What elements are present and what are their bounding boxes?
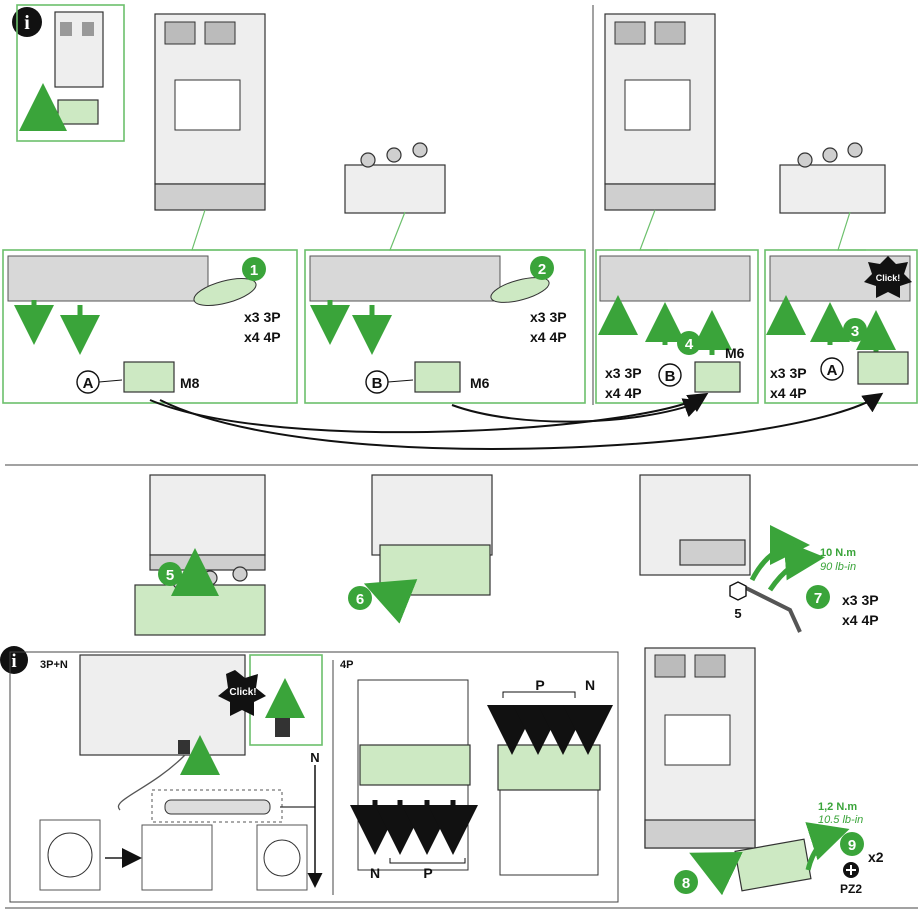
part-label-a: A bbox=[827, 362, 838, 379]
transfer-arrow-c bbox=[159, 392, 884, 450]
info-icon bbox=[12, 7, 42, 37]
step-number-3: 3 bbox=[851, 323, 859, 340]
hex-size-label: 5 bbox=[734, 606, 741, 621]
phase-label-top: P bbox=[535, 677, 544, 693]
step-1-panel: 1 x3 3P x4 4P A M8 bbox=[2, 249, 298, 404]
terminal-block-top bbox=[344, 142, 446, 214]
qty-4p-label: x4 4P bbox=[244, 329, 281, 345]
torque-value: 1,2 N.m bbox=[818, 801, 857, 813]
step-7-figure: 10 N.m 90 lb-in 5 7 x3 3P x4 4P bbox=[639, 474, 879, 633]
screw-size-label: M6 bbox=[725, 345, 745, 361]
hex-socket-icon bbox=[729, 581, 747, 601]
phase-label-bottom: P bbox=[423, 865, 432, 881]
qty-3p-label: x3 3P bbox=[842, 592, 879, 608]
info-icon bbox=[0, 646, 28, 674]
part-label-b: B bbox=[665, 368, 676, 385]
torque-imperial: 10.5 lb-in bbox=[818, 814, 863, 826]
neutral-label-bottom: N bbox=[370, 865, 380, 881]
step-5-figure: 5 bbox=[134, 474, 266, 636]
screw-size-label: M8 bbox=[180, 375, 200, 391]
screw-size-label: M6 bbox=[470, 375, 490, 391]
qty-label: x2 bbox=[868, 849, 884, 865]
step-2-panel: 2 x3 3P x4 4P B M6 bbox=[304, 249, 586, 404]
breaker-top-left bbox=[154, 13, 266, 211]
qty-3p-label: x3 3P bbox=[605, 365, 642, 381]
torque-imperial: 90 lb-in bbox=[820, 561, 856, 573]
qty-3p-label: x3 3P bbox=[530, 309, 567, 325]
info-box-neutral: i 3P+N 4P Click! N N P bbox=[0, 646, 619, 903]
step-number-4: 4 bbox=[685, 336, 694, 353]
click-burst-icon bbox=[218, 670, 266, 716]
transfer-arrow-b bbox=[451, 398, 704, 423]
step-number-6: 6 bbox=[356, 591, 364, 608]
neutral-label: N bbox=[310, 750, 319, 765]
step-4-panel: 4 M6 x3 3P x4 4P B bbox=[595, 249, 759, 404]
svg-text:i: i bbox=[24, 12, 30, 34]
transfer-arrow-a bbox=[149, 392, 709, 434]
step-number-5: 5 bbox=[166, 567, 174, 584]
qty-4p-label: x4 4P bbox=[530, 329, 567, 345]
label-4p: 4P bbox=[340, 659, 353, 671]
svg-text:i: i bbox=[11, 651, 16, 672]
click-label: Click! bbox=[876, 273, 901, 283]
nut-part bbox=[123, 361, 175, 393]
step-8-9-figure: 8 1,2 N.m 10.5 lb-in 9 x2 PZ2 bbox=[644, 647, 884, 896]
qty-3p-label: x3 3P bbox=[244, 309, 281, 325]
info-inset-top: i bbox=[12, 4, 125, 142]
click-label: Click! bbox=[229, 687, 256, 698]
step-number-1: 1 bbox=[250, 262, 258, 279]
qty-3p-label: x3 3P bbox=[770, 365, 807, 381]
step-3-panel: Click! 3 x3 3P x4 4P A bbox=[764, 249, 918, 404]
terminal-block-top-right bbox=[779, 142, 886, 214]
qty-4p-label: x4 4P bbox=[842, 612, 879, 628]
torque-value: 10 N.m bbox=[820, 547, 856, 559]
step-number-8: 8 bbox=[682, 875, 690, 892]
qty-4p-label: x4 4P bbox=[605, 385, 642, 401]
breaker-top-right bbox=[604, 13, 716, 211]
click-burst-icon bbox=[864, 256, 912, 298]
part-label-a: A bbox=[83, 375, 94, 392]
step-6-figure: 6 bbox=[348, 474, 493, 624]
step-number-9: 9 bbox=[848, 837, 856, 854]
step-number-2: 2 bbox=[538, 261, 546, 278]
part-label-b: B bbox=[372, 375, 383, 392]
screwdriver bbox=[193, 278, 257, 306]
step-number-7: 7 bbox=[814, 590, 822, 607]
neutral-label-top: N bbox=[585, 677, 595, 693]
hex-key bbox=[739, 583, 802, 633]
label-3pn: 3P+N bbox=[40, 659, 68, 671]
qty-4p-label: x4 4P bbox=[770, 385, 807, 401]
bit-label: PZ2 bbox=[840, 882, 862, 896]
